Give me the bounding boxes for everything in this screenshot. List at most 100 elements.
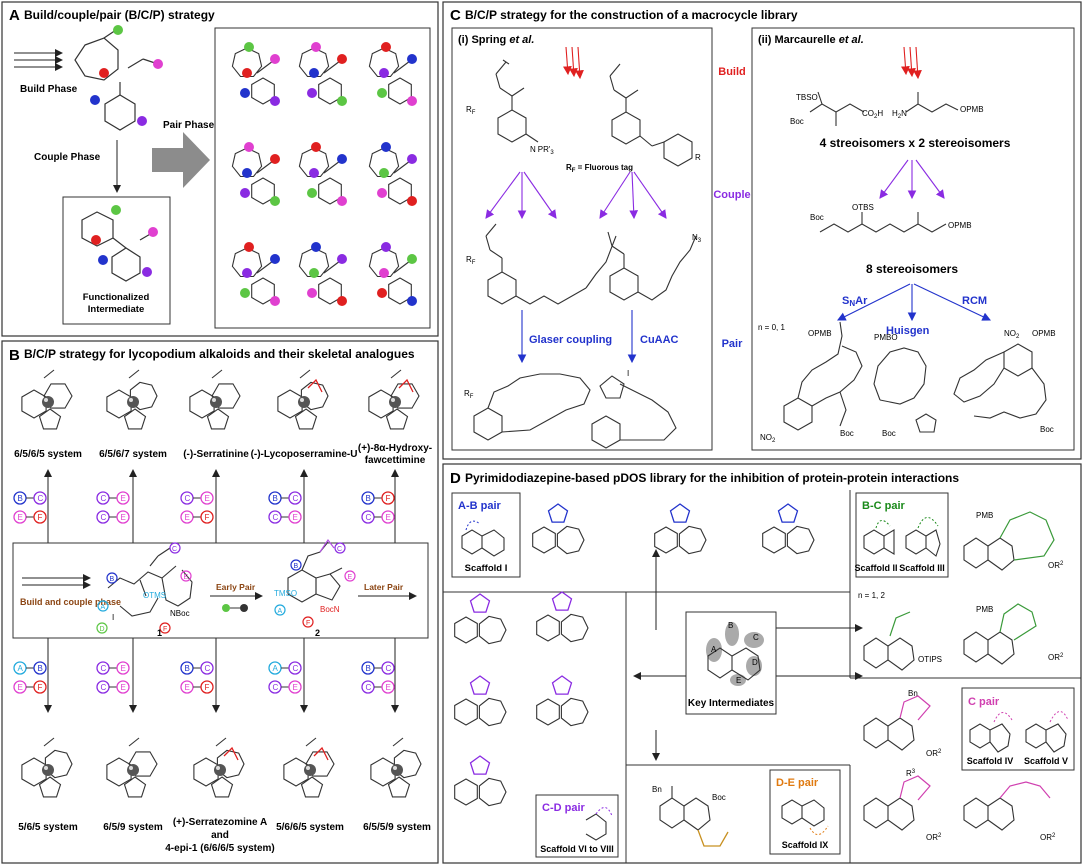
iodo-label-c: I <box>627 369 629 378</box>
svg-text:C: C <box>185 494 191 503</box>
top-label-2: 6/5/6/7 system <box>99 449 167 460</box>
atom-ball-6-3 <box>379 168 389 178</box>
scaffold-5-label: Scaffold V <box>1024 756 1068 766</box>
svg-text:E: E <box>121 494 126 503</box>
atom-ball-5-2 <box>337 154 347 164</box>
atom-ball-4-2 <box>270 154 280 164</box>
bottom-alkaloid-3 <box>193 737 245 798</box>
bottom-alkaloid-2 <box>106 737 158 798</box>
svg-text:E: E <box>293 683 298 692</box>
atom-ball-1-5 <box>270 96 280 106</box>
build-phase-label: Build Phase <box>20 84 78 95</box>
pmb-label-2: PMB <box>976 605 993 614</box>
svg-text:C: C <box>753 633 759 642</box>
svg-text:A: A <box>273 664 279 673</box>
atom-ball-2-4 <box>307 88 317 98</box>
svg-text:C: C <box>101 664 107 673</box>
svg-text:D: D <box>100 626 105 633</box>
bottom-alkaloid-structures <box>21 737 422 798</box>
spring-build-structures <box>495 59 693 167</box>
bottom-label-3a: (+)-Serratezomine A <box>173 817 267 828</box>
bottom-alkaloid-1 <box>21 737 73 798</box>
boc-label-c4: Boc <box>882 429 896 438</box>
svg-text:F: F <box>306 620 310 627</box>
svg-text:B: B <box>366 664 371 673</box>
svg-text:E: E <box>386 683 391 692</box>
svg-text:E: E <box>121 683 126 692</box>
pair-product-7 <box>231 242 280 306</box>
atom-ball-7-3 <box>242 268 252 278</box>
atom-ball-6-2 <box>407 154 417 164</box>
top-alkaloid-1-stereocenter <box>42 396 54 408</box>
svg-text:B: B <box>366 494 371 503</box>
spring-macrocycle-structures <box>473 373 677 449</box>
svg-text:C: C <box>101 494 107 503</box>
cd-scaffold-2 <box>536 591 589 643</box>
svg-text:E: E <box>348 574 353 581</box>
scaffold-3-label: Scaffold III <box>899 563 945 573</box>
atom-ball-7-2 <box>270 254 280 264</box>
atom-ball-8-1 <box>311 242 321 252</box>
scaffold-1-label: Scaffold I <box>465 563 508 574</box>
bc-pair-label: B-C pair <box>862 500 906 512</box>
or2-label-bc2: OR2 <box>1048 653 1064 662</box>
svg-text:E: E <box>185 513 190 522</box>
atom-ball-5-4 <box>307 188 317 198</box>
svg-text:F: F <box>163 626 167 633</box>
panel-a: A Build/couple/pair (B/C/P) strategy Bui… <box>1 1 439 337</box>
bottom-label-3b: and <box>211 830 229 841</box>
panel-b: B B/C/P strategy for lycopodium alkaloid… <box>1 340 439 864</box>
later-pair-label: Later Pair <box>364 582 404 592</box>
panel-b-title: B/C/P strategy for lycopodium alkaloids … <box>24 347 415 361</box>
svg-text:A: A <box>101 604 106 611</box>
bottom-label-5: 6/5/5/9 system <box>363 822 431 833</box>
atom-ball-8-4 <box>307 288 317 298</box>
atom-ball-1-2 <box>270 54 280 64</box>
snar-label: SNAr <box>842 295 868 308</box>
atom-ball-9-2 <box>407 254 417 264</box>
bottom-label-3c: 4-epi-1 (6/6/6/5 system) <box>165 843 275 854</box>
panel-d-letter: D <box>450 470 461 487</box>
boc-label-c5: Boc <box>1040 425 1054 434</box>
top-alkaloid-3 <box>189 369 241 430</box>
svg-text:E: E <box>736 676 741 685</box>
bocn-label: BocN <box>320 605 340 614</box>
top-label-1: 6/5/6/5 system <box>14 449 82 460</box>
pair-product-3 <box>368 42 417 106</box>
otbs-label: OTBS <box>852 203 874 212</box>
no2-label: NO2 <box>1004 329 1020 340</box>
top-alkaloid-2 <box>106 369 158 430</box>
rcm-label: RCM <box>962 295 987 307</box>
svg-text:E: E <box>205 494 210 503</box>
boc-label-de: Boc <box>712 793 726 802</box>
pmbo-label: PMBO <box>874 333 898 342</box>
pair-product-6 <box>368 142 417 206</box>
atom-ball-2-2 <box>337 54 347 64</box>
bc-scaffold-structures <box>863 511 1055 671</box>
bottom-alkaloid-2-stereocenter <box>127 764 139 776</box>
bottom-alkaloid-4-stereocenter <box>304 764 316 776</box>
pair-product-1 <box>231 42 280 106</box>
bn-label-de: Bn <box>652 785 662 794</box>
rf-label-2: RF <box>466 255 476 266</box>
pair-product-5 <box>298 142 347 206</box>
opmb-label-4: OPMB <box>1032 329 1056 338</box>
svg-text:C: C <box>273 683 279 692</box>
cd-scaffold-structures <box>454 591 589 807</box>
top-label-5b: fawcettimine <box>365 455 426 466</box>
top-alkaloid-4-stereocenter <box>298 396 310 408</box>
top-label-4: (-)-Lycoposerramine-U <box>251 449 358 460</box>
compound-1-structure <box>107 547 193 617</box>
bottom-alkaloid-3-stereocenter <box>214 764 226 776</box>
top-label-5a: (+)-8α-Hydroxy- <box>358 443 432 454</box>
